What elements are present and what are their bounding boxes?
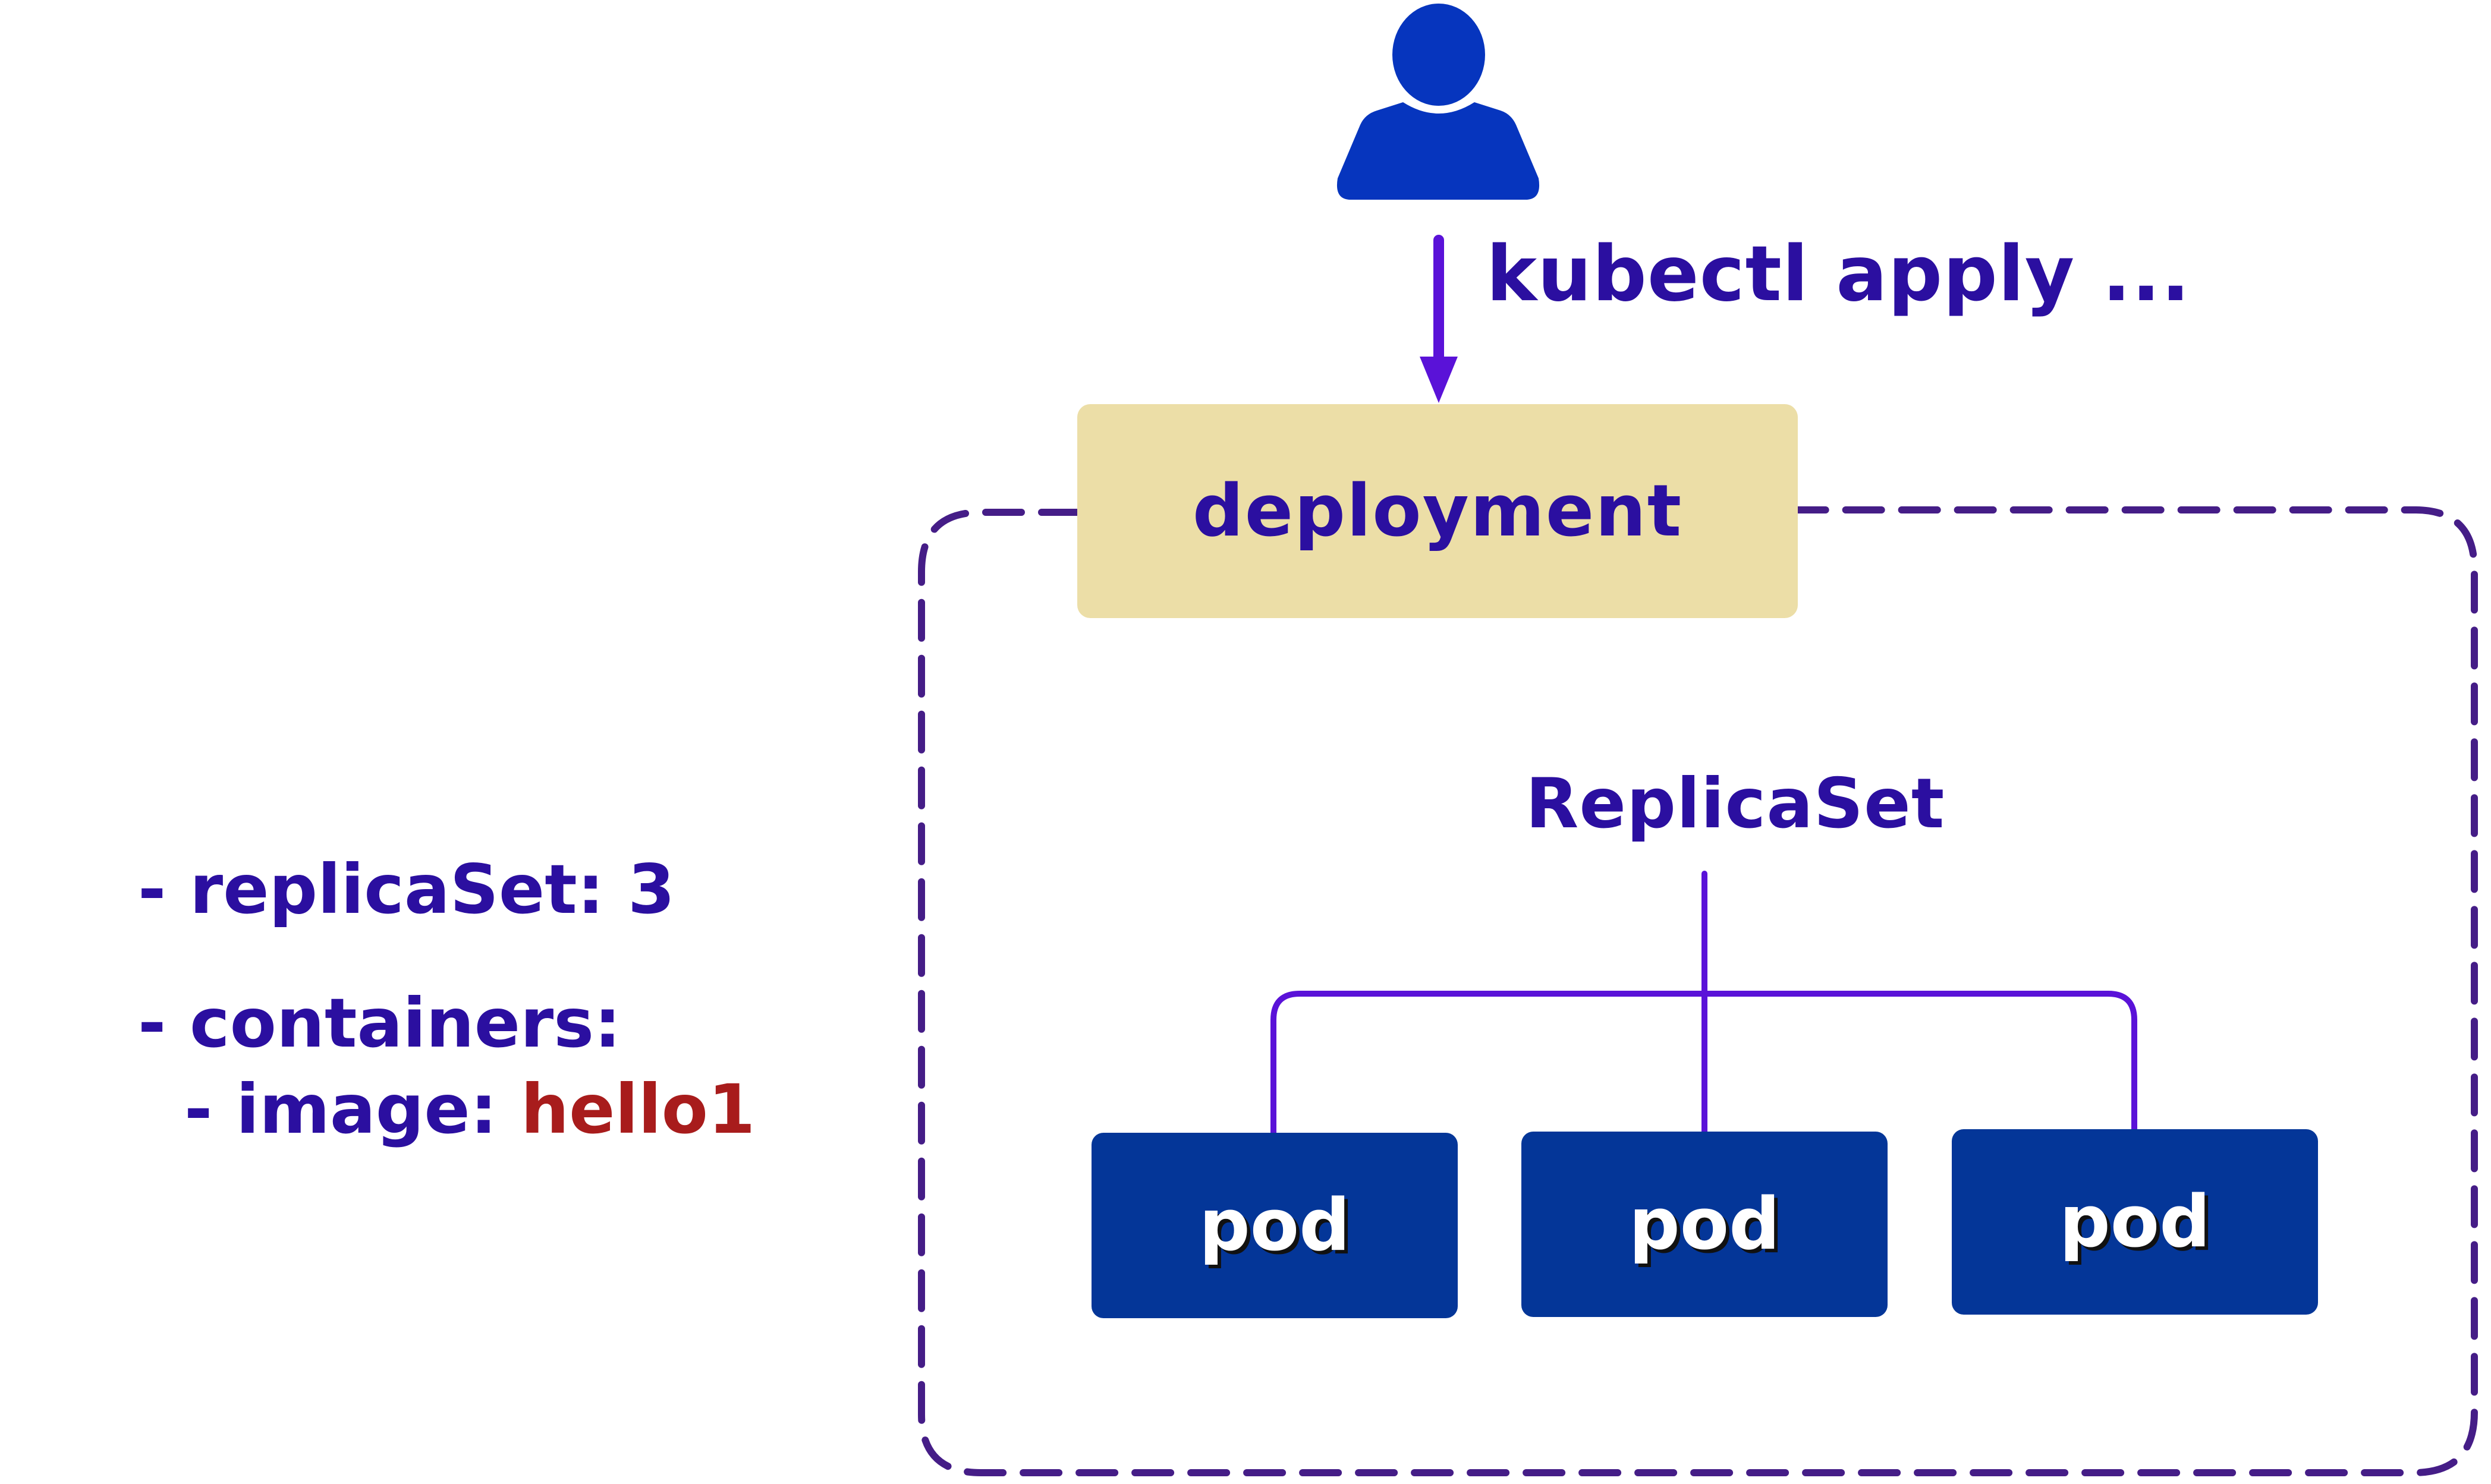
pod-label: pod xyxy=(1199,1184,1351,1267)
deployment-boundary xyxy=(918,506,2478,1476)
replicaset-label: ReplicaSet xyxy=(1526,764,1945,844)
pod-label: pod xyxy=(2059,1180,2211,1264)
spec-image: - image: hello1 xyxy=(184,1076,755,1143)
pod-box: pod xyxy=(1952,1129,2318,1315)
apply-arrow xyxy=(1420,235,1458,403)
spec-containers: - containers: xyxy=(138,984,621,1063)
pod-box: pod xyxy=(1092,1133,1458,1318)
pod-label: pod xyxy=(1628,1183,1781,1266)
deployment-label: deployment xyxy=(1192,470,1683,553)
spec-image-value: hello1 xyxy=(521,1070,756,1149)
deployment-box: deployment xyxy=(1077,404,1798,618)
spec-image-key: - image: xyxy=(184,1070,521,1149)
pod-box: pod xyxy=(1521,1132,1888,1317)
spec-replicas: - replicaSet: 3 xyxy=(138,850,675,929)
replicaset-connectors xyxy=(1270,871,2137,1136)
kubectl-command: kubectl apply ... xyxy=(1486,230,2191,319)
user-icon xyxy=(1336,4,1540,200)
